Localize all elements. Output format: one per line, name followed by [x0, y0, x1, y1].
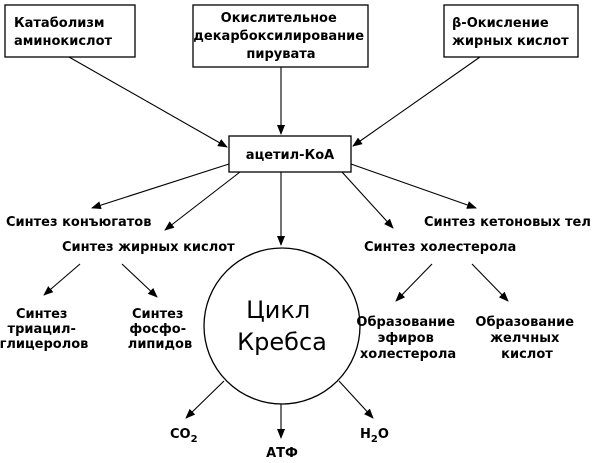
conjugate-synthesis-label: Синтез конъюгатов	[6, 215, 151, 230]
pyruvate-decarboxylation-box	[192, 4, 369, 68]
phospholipid-synthesis-label: Синтез фосфо- липидов	[128, 307, 192, 352]
arrow-amino-to-acetyl	[68, 56, 228, 148]
ketone-body-synthesis-label: Синтез кетоновых тел	[424, 215, 591, 230]
arrow-krebs-to-h2o	[338, 380, 374, 419]
arrow-beta-ox-to-acetyl	[352, 56, 481, 147]
cholesterol-synthesis-label: Синтез холестерола	[364, 240, 516, 255]
bile-acid-formation-label: Образование желчных кислот	[475, 315, 578, 362]
co2-label: CO2	[170, 427, 198, 445]
arrow-chol-to-esters	[395, 263, 433, 302]
arrow-krebs-to-co2	[185, 380, 225, 419]
acetyl-coa-label: ацетил-КоА	[246, 148, 334, 163]
krebs-cycle-label: Цикл Кребса	[237, 296, 327, 356]
amino-acid-catabolism-box	[4, 4, 136, 58]
h2o-label: H2O	[360, 427, 389, 445]
arrow-acetyl-to-fatty-acids	[164, 171, 241, 231]
arrow-fatty-to-phospho	[121, 263, 158, 298]
amino-acid-catabolism-label: Катаболизм аминокислот	[14, 16, 113, 49]
acetyl-coa-box	[228, 135, 352, 173]
triacylglycerol-synthesis-label: Синтез триацил- глицеролов	[0, 307, 88, 352]
beta-oxidation-box	[443, 4, 579, 58]
fatty-acid-synthesis-label: Синтез жирных кислот	[62, 240, 235, 255]
beta-oxidation-label: β-Окисление жирных кислот	[452, 16, 569, 49]
arrow-fatty-to-triacyl	[43, 263, 81, 296]
atp-label: АТФ	[266, 446, 298, 461]
arrow-acetyl-to-conjugates	[91, 163, 230, 210]
cholesterol-ester-formation-label: Образование эфиров холестерола	[356, 315, 459, 362]
arrow-chol-to-bile	[471, 263, 509, 302]
arrow-acetyl-to-cholesterol	[341, 171, 394, 229]
arrow-acetyl-to-ketones	[350, 163, 477, 209]
krebs-cycle-circle	[203, 247, 361, 405]
pyruvate-decarboxylation-label: Окислительное декарбоксилирование пирува…	[193, 11, 368, 62]
